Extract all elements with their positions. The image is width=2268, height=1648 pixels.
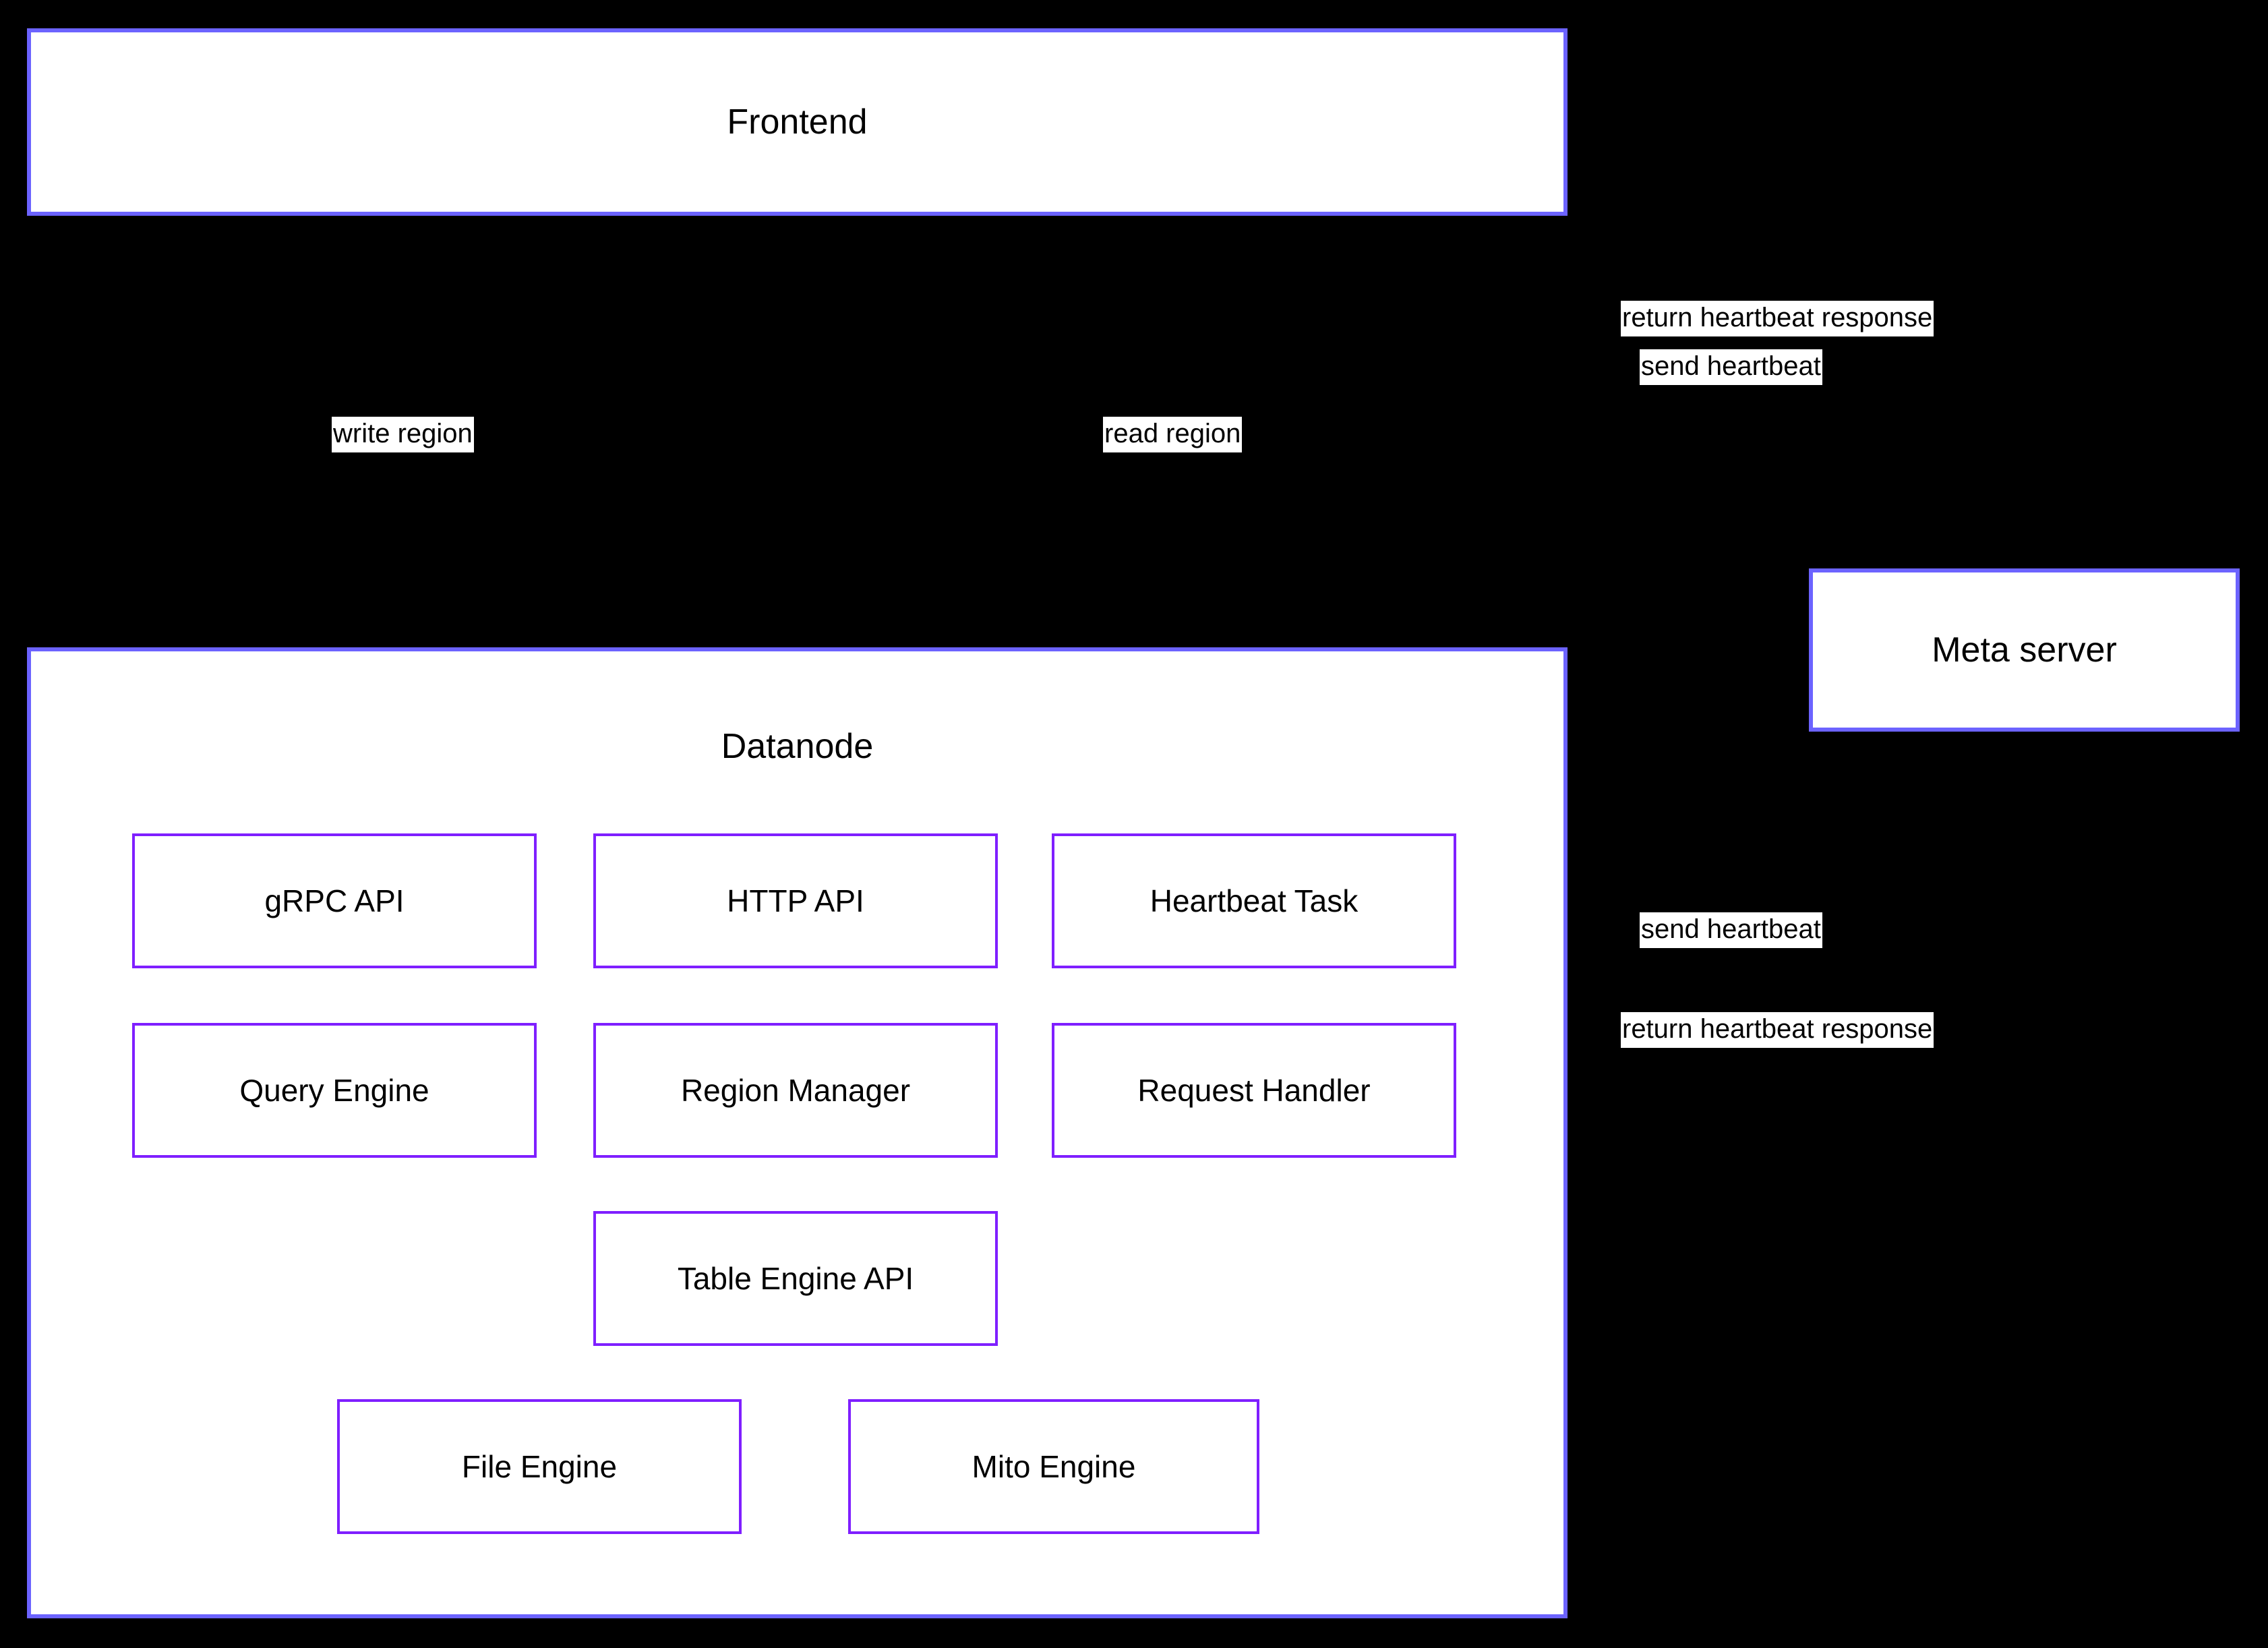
component-label: Region Manager	[680, 1073, 911, 1108]
edge-label-read-region: read region	[1103, 417, 1243, 453]
component-heartbeat-task[interactable]: Heartbeat Task	[1052, 833, 1456, 968]
frontend-label: Frontend	[727, 102, 868, 142]
component-http-api[interactable]: HTTP API	[593, 833, 998, 968]
edge-label-send-heartbeat: send heartbeat	[1640, 349, 1822, 386]
connector-frontend-send-heartbeat	[1572, 119, 1834, 564]
edge-label-write-region: write region	[332, 417, 474, 453]
component-label: Heartbeat Task	[1150, 883, 1359, 918]
edge-label-return-heartbeat-response: return heartbeat response	[1621, 1012, 1934, 1049]
component-label: Mito Engine	[972, 1449, 1136, 1484]
component-file-engine[interactable]: File Engine	[337, 1399, 742, 1534]
datanode-label: Datanode	[721, 727, 874, 766]
meta-server-label: Meta server	[1932, 630, 2117, 670]
component-region-manager[interactable]: Region Manager	[593, 1023, 998, 1158]
component-label: Table Engine API	[677, 1261, 914, 1296]
component-table-engine-api[interactable]: Table Engine API	[593, 1211, 998, 1346]
component-label: Query Engine	[239, 1073, 429, 1108]
component-grpc-api[interactable]: gRPC API	[132, 833, 537, 968]
component-label: gRPC API	[264, 883, 405, 918]
component-mito-engine[interactable]: Mito Engine	[848, 1399, 1259, 1534]
component-label: Request Handler	[1137, 1073, 1371, 1108]
component-request-handler[interactable]: Request Handler	[1052, 1023, 1456, 1158]
component-query-engine[interactable]: Query Engine	[132, 1023, 537, 1158]
edge-label-send-heartbeat: send heartbeat	[1640, 912, 1822, 949]
edge-label-return-heartbeat-response: return heartbeat response	[1621, 301, 1934, 337]
frontend-node[interactable]: Frontend	[27, 28, 1568, 216]
component-label: HTTP API	[727, 883, 864, 918]
component-label: File Engine	[461, 1449, 618, 1484]
meta-server-node[interactable]: Meta server	[1809, 568, 2240, 732]
